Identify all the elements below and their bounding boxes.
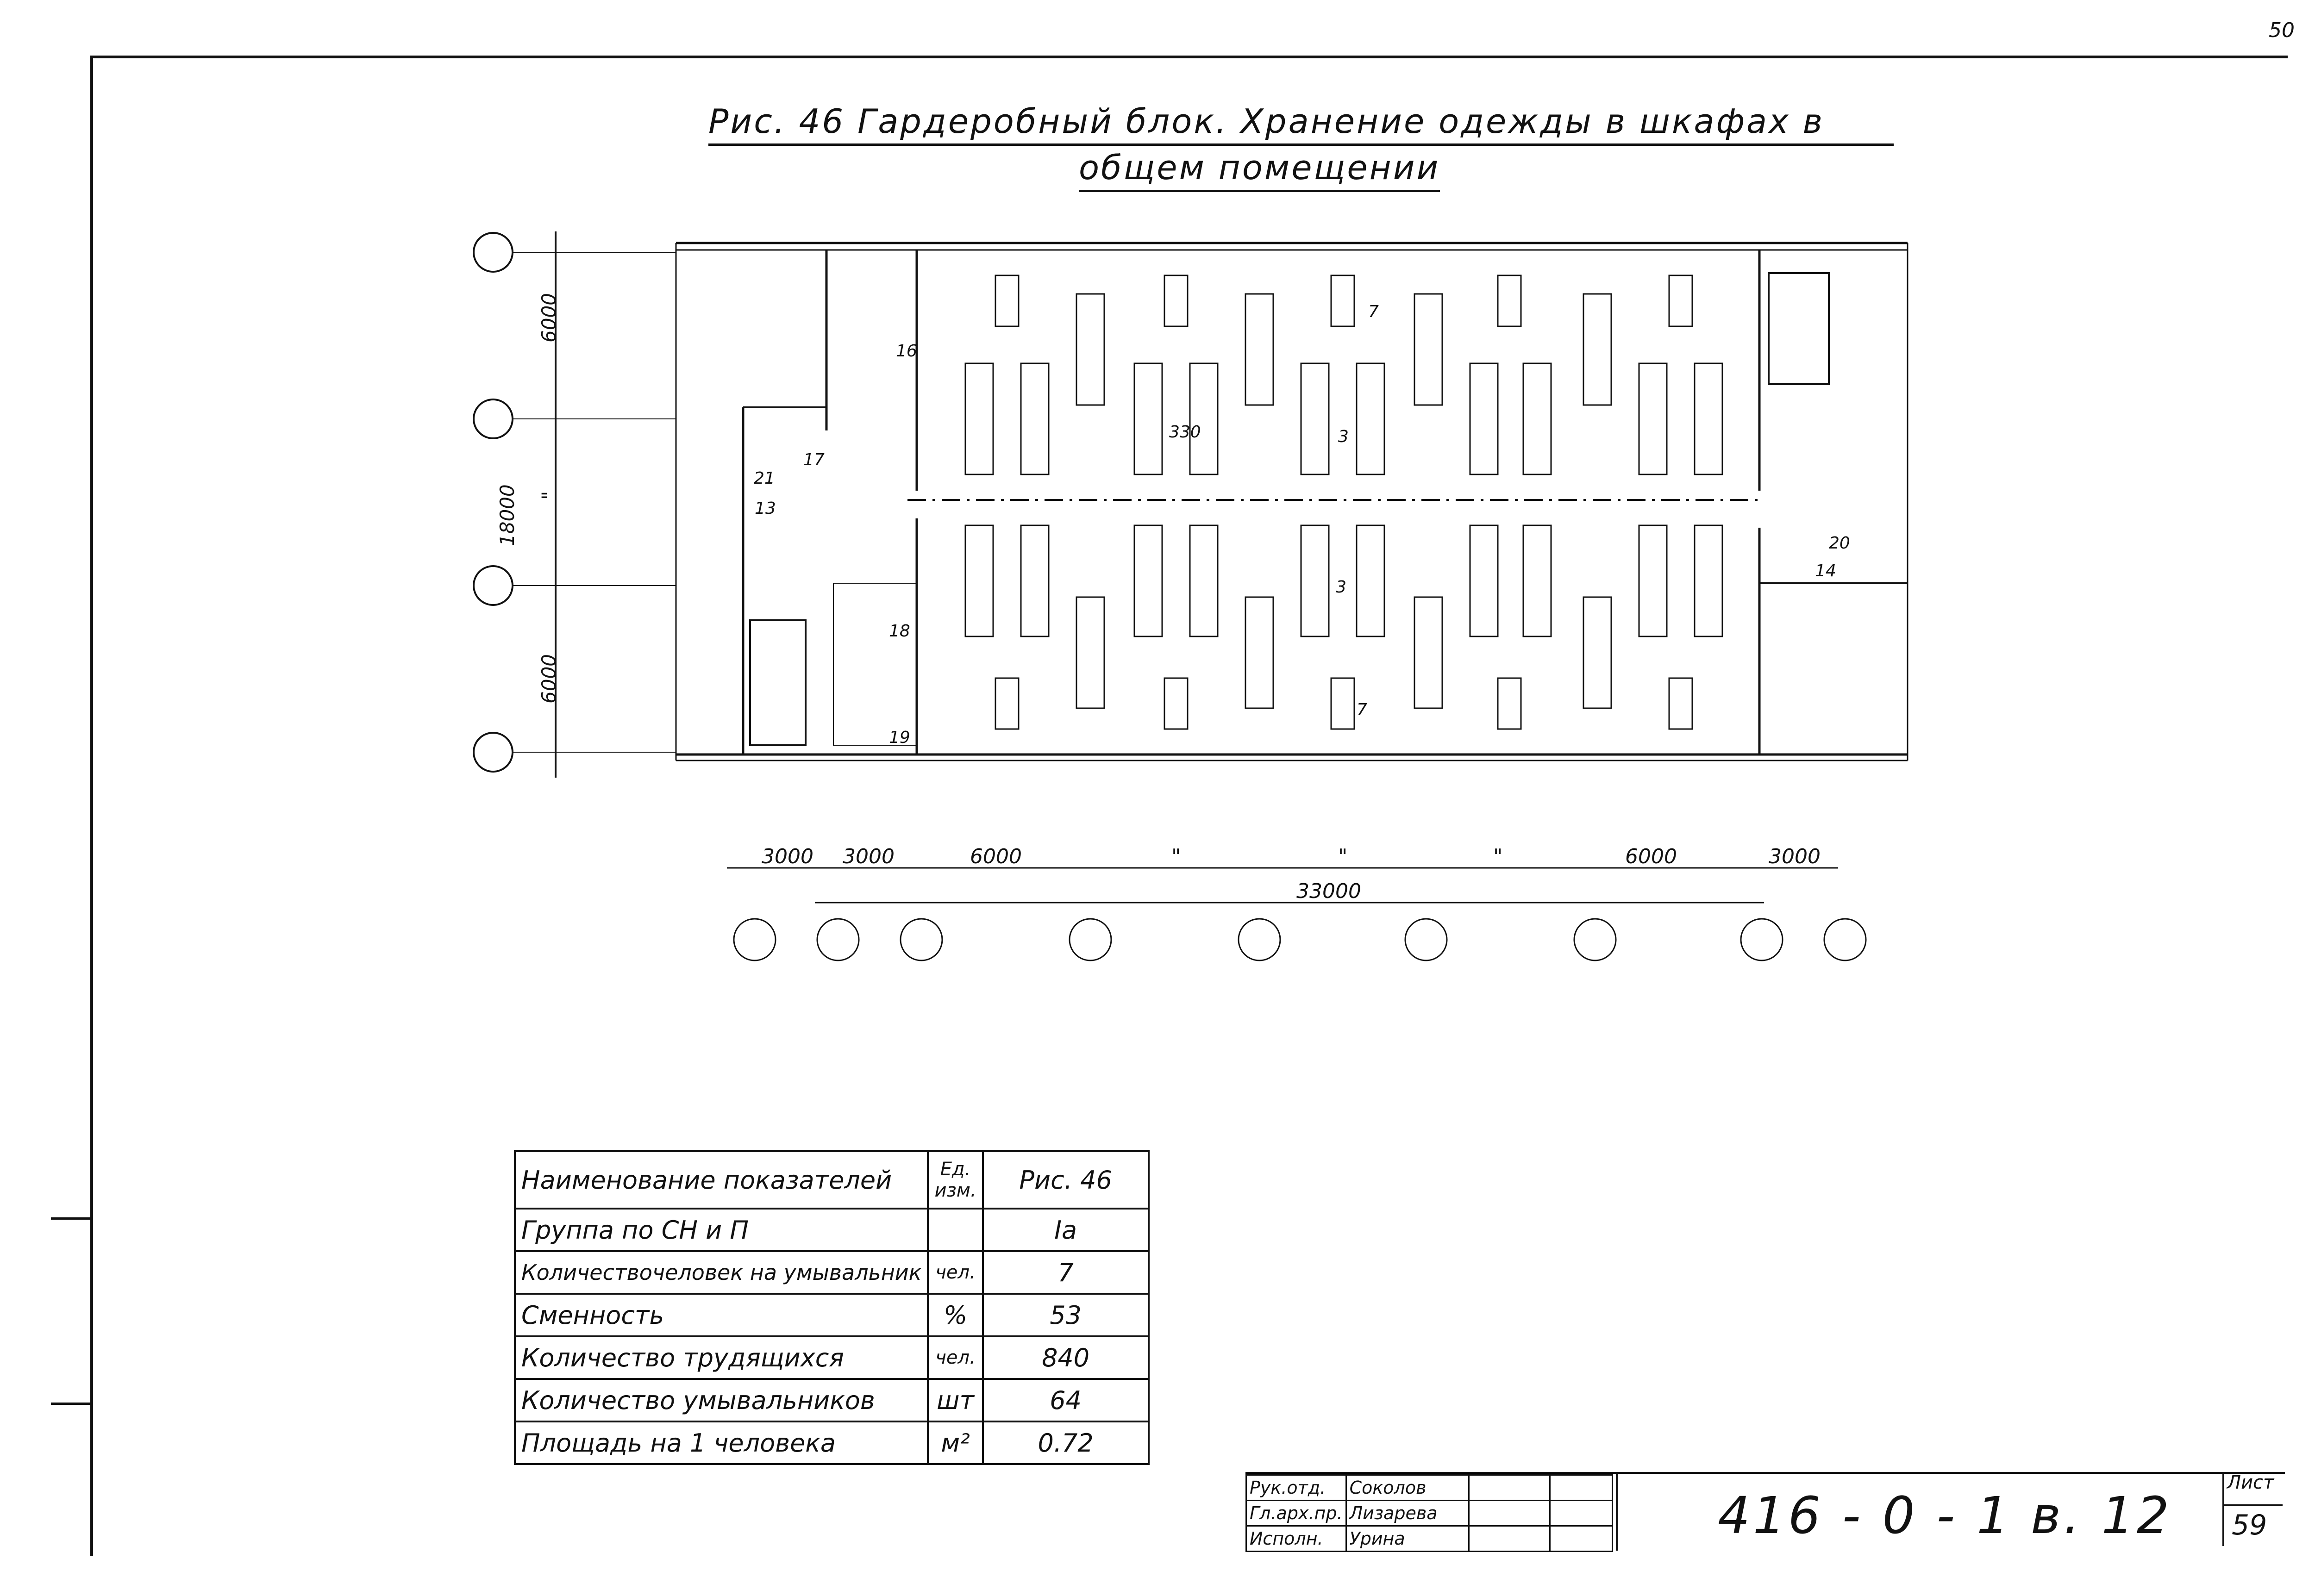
table-row: Группа по СН и П Iа: [513, 1208, 1150, 1252]
svg-text:330: 330: [1169, 423, 1201, 442]
indicators-table: Наименование показателей Ед. изм. Рис. 4…: [513, 1150, 1150, 1465]
stamp-row: Исполн. Урина: [1245, 1525, 1613, 1552]
row-unit: шт: [927, 1378, 984, 1422]
stamp-role: Исполн.: [1245, 1525, 1347, 1552]
svg-text:16: 16: [896, 342, 917, 361]
svg-text:20: 20: [1829, 534, 1850, 553]
dim-18000: 18000: [496, 484, 519, 546]
dim-h-2: 6000: [970, 845, 1022, 868]
svg-text:7: 7: [1357, 700, 1367, 719]
dim-h-6: 6000: [1625, 845, 1677, 868]
title-block: [1245, 1472, 2285, 1552]
stamp-name: Соколов: [1345, 1474, 1470, 1501]
header-unit: Ед. изм.: [927, 1150, 984, 1209]
row-name: Сменность: [513, 1293, 929, 1337]
dim-total: 33000: [1296, 879, 1361, 903]
sheet-box: [2222, 1472, 2284, 1546]
sheet-number: 59: [2232, 1509, 2267, 1541]
row-unit: чел.: [927, 1335, 984, 1380]
stamp-name: Лизарева: [1345, 1500, 1470, 1527]
svg-text:14: 14: [1815, 561, 1836, 580]
dim-h-4: ": [1338, 845, 1347, 868]
stamp-table: Рук.отд. Соколов Гл.арх.пр. Лизарева Исп…: [1245, 1474, 1613, 1552]
row-unit: [927, 1208, 984, 1252]
table-row: Количество умывальников шт 64: [513, 1378, 1150, 1422]
stamp-row: Гл.арх.пр. Лизарева: [1245, 1500, 1613, 1527]
svg-text:21: 21: [754, 469, 775, 488]
table-header-row: Наименование показателей Ед. изм. Рис. 4…: [513, 1150, 1150, 1209]
dim-h-7: 3000: [1769, 845, 1821, 868]
floor-plan: 16 17 21 13 18 19 20 14 7 3 3 7 330 6000 18000 "…: [473, 231, 1908, 961]
stamp-row: Рук.отд. Соколов: [1245, 1474, 1613, 1501]
stamp-date: [1549, 1500, 1613, 1527]
table-row: Сменность % 53: [513, 1293, 1150, 1337]
dim-h-0: 3000: [762, 845, 813, 868]
svg-text:3: 3: [1336, 578, 1346, 597]
svg-text:3: 3: [1338, 427, 1349, 446]
stamp-date: [1549, 1525, 1613, 1552]
figure-title: Рис. 46 Гардеробный блок. Хранение одежд…: [708, 102, 1894, 146]
margin-tick: [51, 1403, 93, 1405]
row-name: Группа по СН и П: [513, 1208, 929, 1252]
row-unit: %: [927, 1293, 984, 1337]
stamp-role: Рук.отд.: [1245, 1474, 1347, 1501]
sheet-label: Лист: [2227, 1472, 2274, 1493]
header-name: Наименование показателей: [513, 1150, 929, 1209]
stamp-signature: [1468, 1525, 1551, 1552]
row-value: 0.72: [982, 1421, 1150, 1465]
row-name: Количество трудящихся: [513, 1335, 929, 1380]
row-name: Количество умывальников: [513, 1378, 929, 1422]
dim-h-5: ": [1493, 845, 1502, 868]
row-value: Iа: [982, 1208, 1150, 1252]
dim-ditto: ": [538, 491, 560, 500]
header-value: Рис. 46: [982, 1150, 1150, 1209]
dim-6000-top: 6000: [538, 293, 560, 343]
figure-subtitle: общем помещении: [1079, 148, 1440, 192]
row-value: 840: [982, 1335, 1150, 1380]
margin-tick: [51, 1217, 93, 1220]
stamp-signature: [1468, 1500, 1551, 1527]
row-value: 53: [982, 1293, 1150, 1337]
svg-text:19: 19: [889, 728, 910, 747]
stamp-date: [1549, 1474, 1613, 1501]
dim-h-3: ": [1171, 845, 1181, 868]
dim-6000-bottom: 6000: [538, 654, 560, 704]
row-unit: м²: [927, 1421, 984, 1465]
stamp-signature: [1468, 1474, 1551, 1501]
row-name: Площадь на 1 человека: [513, 1421, 929, 1465]
table-row: Площадь на 1 человека м² 0.72: [513, 1421, 1150, 1465]
svg-text:7: 7: [1368, 302, 1379, 321]
document-code: 416 - 0 - 1 в. 12: [1718, 1486, 2172, 1545]
table-row: Количествочеловек на умывальник чел. 7: [513, 1250, 1150, 1295]
svg-text:17: 17: [803, 450, 825, 469]
svg-text:18: 18: [889, 622, 910, 641]
row-value: 7: [982, 1250, 1150, 1295]
row-unit: чел.: [927, 1250, 984, 1295]
stamp-name: Урина: [1345, 1525, 1470, 1552]
stamp-role: Гл.арх.пр.: [1245, 1500, 1347, 1527]
row-name: Количествочеловек на умывальник: [513, 1250, 929, 1295]
drawing-frame: [90, 56, 2288, 1556]
dim-h-1: 3000: [843, 845, 895, 868]
sheet-separator: [2222, 1504, 2283, 1506]
row-value: 64: [982, 1378, 1150, 1422]
svg-text:13: 13: [755, 499, 776, 518]
table-row: Количество трудящихся чел. 840: [513, 1335, 1150, 1380]
corner-number: 50: [2269, 19, 2295, 42]
title-block-divider: [1616, 1472, 1618, 1551]
